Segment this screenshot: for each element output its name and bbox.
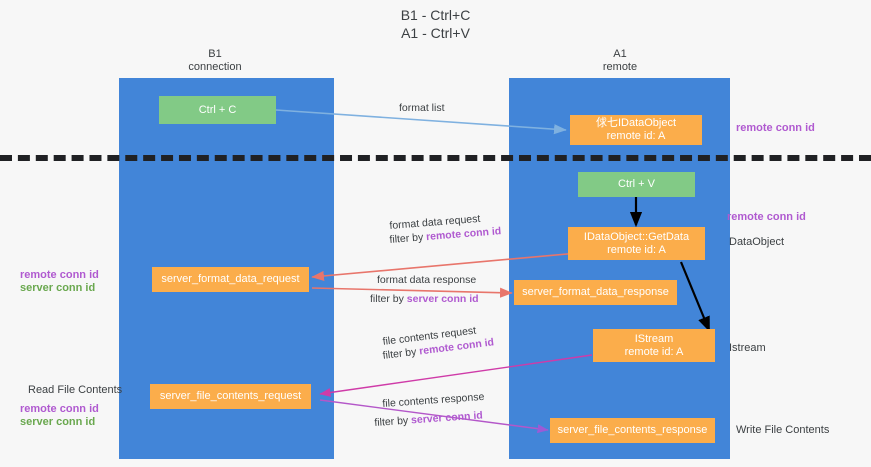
node-istream[interactable]: IStream remote id: A [593, 329, 715, 362]
phase-separator [0, 155, 871, 161]
node-server-format-data-request-label: server_format_data_request [161, 273, 300, 285]
node-ctrl-c[interactable]: Ctrl + C [159, 96, 276, 124]
edge-label-format-list: format list [399, 102, 445, 114]
edge-label-file-contents-response-line2: filter by server conn id [374, 409, 485, 430]
filter-by-prefix: filter by [370, 293, 407, 305]
edge-label-format-data-request: format data request filter by remote con… [389, 213, 502, 247]
column-a1-sub: remote [602, 61, 638, 73]
filter-key-server-conn-id: server conn id [406, 293, 479, 305]
title-line-1: B1 - Ctrl+C [400, 7, 471, 23]
node-ctrl-c-label: Ctrl + C [198, 103, 237, 116]
edge-label-file-contents-response: file contents response filter by server … [374, 391, 485, 430]
column-b1-name: B1 [208, 48, 222, 60]
node-server-format-data-response[interactable]: server_format_data_response [514, 280, 677, 305]
edge-label-file-contents-response-line1: file contents response [382, 390, 485, 410]
node-server-format-data-request[interactable]: server_format_data_request [152, 267, 309, 292]
node-getdata-remote-id: remote id: A [607, 243, 666, 256]
filter-by-prefix: filter by [374, 414, 412, 429]
node-server-file-contents-response-label: server_file_contents_response [557, 424, 708, 436]
filter-key-server-conn-id: server conn id [410, 409, 484, 427]
node-idataobject[interactable]: 俅七IDataObject remote id: A [570, 115, 702, 145]
column-caption-a1: A1 remote [560, 48, 680, 74]
annotation-remote-conn-id-mid: remote conn id [727, 211, 806, 223]
annotation-left-remote-conn-id-bot: remote conn id [20, 403, 99, 415]
node-idataobject-label: 俅七IDataObject [595, 117, 677, 129]
annotation-read-file-contents: Read File Contents [28, 384, 123, 396]
annotation-left-server-conn-id-bot: server conn id [20, 416, 96, 428]
annotation-dataobject: DataObject [729, 236, 785, 248]
node-idataobject-remote-id: remote id: A [606, 130, 666, 142]
edge-label-format-data-response-line1: format data response [377, 274, 477, 286]
edge-label-format-data-response-line2: filter by server conn id [370, 293, 479, 306]
filter-by-prefix: filter by [389, 231, 427, 246]
node-istream-remote-id: remote id: A [624, 345, 684, 358]
node-getdata-label: IDataObject::GetData [583, 230, 690, 243]
annotation-left-remote-conn-id-mid: remote conn id [20, 269, 99, 281]
node-server-file-contents-request-label: server_file_contents_request [159, 390, 302, 402]
edge-label-format-data-response: format data response filter by server co… [370, 274, 479, 306]
node-server-file-contents-response[interactable]: server_file_contents_response [550, 418, 715, 443]
node-istream-label: IStream [634, 332, 674, 345]
column-caption-b1: B1 connection [155, 48, 275, 74]
node-server-file-contents-request[interactable]: server_file_contents_request [150, 384, 311, 409]
node-getdata[interactable]: IDataObject::GetData remote id: A [568, 227, 705, 260]
annotation-istream: Istream [729, 342, 766, 354]
column-b1-sub: connection [188, 61, 242, 73]
annotation-write-file-contents: Write File Contents [736, 424, 830, 436]
edge-label-file-contents-request: file contents request filter by remote c… [382, 325, 495, 363]
annotation-remote-conn-id-top: remote conn id [736, 122, 815, 134]
column-a1-name: A1 [613, 48, 627, 60]
node-ctrl-v-label: Ctrl + V [618, 178, 655, 190]
node-ctrl-v[interactable]: Ctrl + V [578, 172, 695, 197]
node-server-format-data-response-label: server_format_data_response [522, 286, 669, 298]
diagram-title: B1 - Ctrl+C A1 - Ctrl+V [0, 6, 871, 42]
annotation-left-server-conn-id-mid: server conn id [20, 282, 96, 294]
title-line-2: A1 - Ctrl+V [401, 25, 470, 41]
